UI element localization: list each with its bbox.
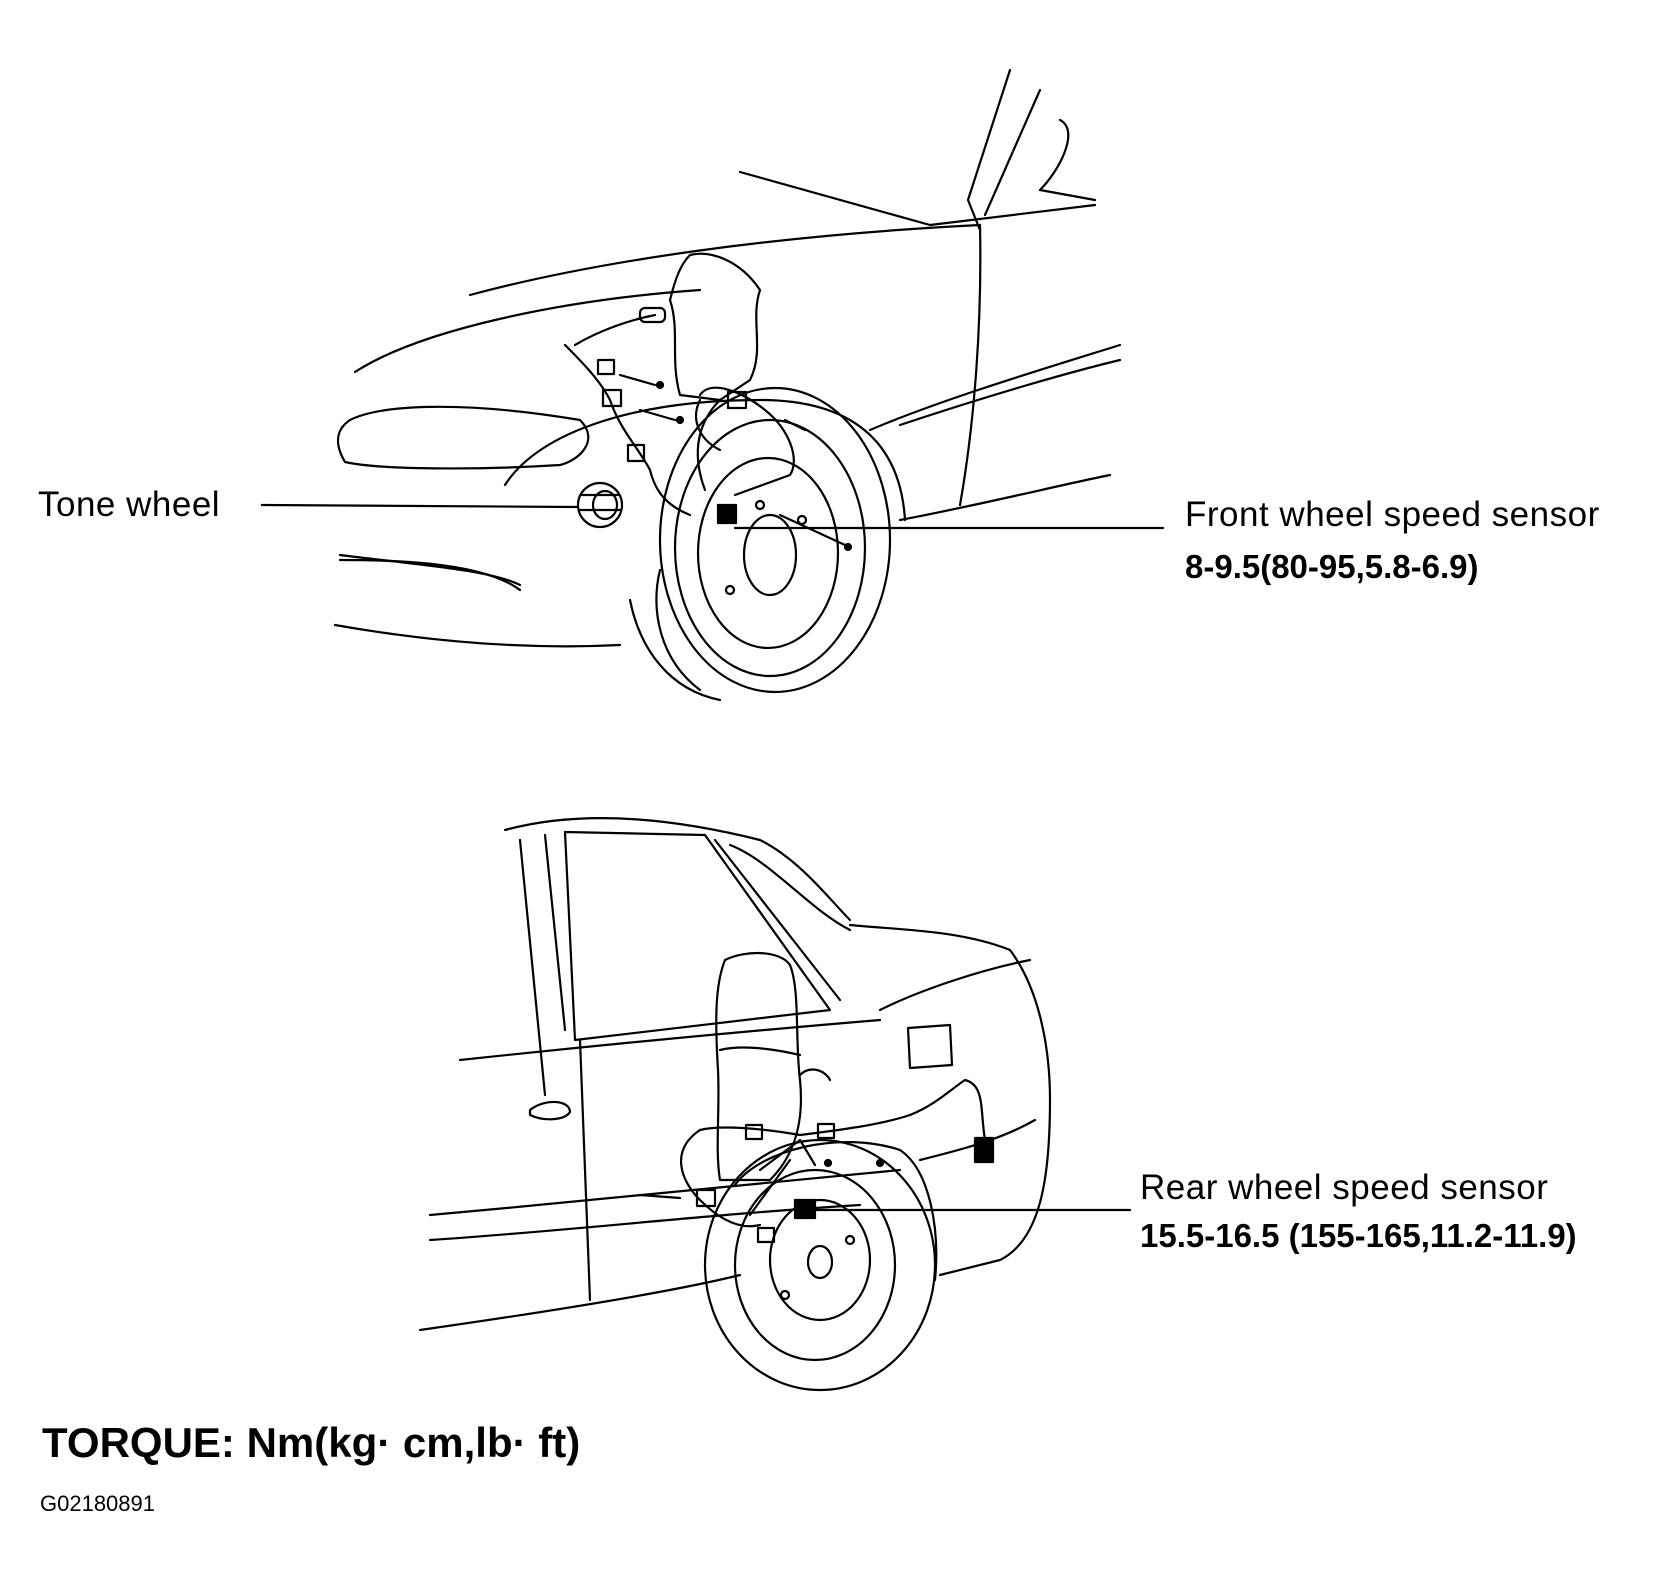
front-car-illustration (335, 70, 1120, 700)
tone-wheel-leader (262, 505, 578, 507)
rear-sensor-label: Rear wheel speed sensor (1140, 1168, 1549, 1207)
front-torque-value: 8-9.5(80-95,5.8-6.9) (1185, 548, 1479, 585)
front-sensor-label: Front wheel speed sensor (1185, 495, 1600, 534)
tone-wheel-label: Tone wheel (38, 485, 221, 524)
torque-units-title: TORQUE: Nm(kg· cm,lb· ft) (42, 1419, 581, 1466)
rear-car-illustration (420, 818, 1050, 1390)
figure-code: G02180891 (40, 1491, 155, 1516)
rear-torque-value: 15.5-16.5 (155-165,11.2-11.9) (1140, 1217, 1577, 1254)
